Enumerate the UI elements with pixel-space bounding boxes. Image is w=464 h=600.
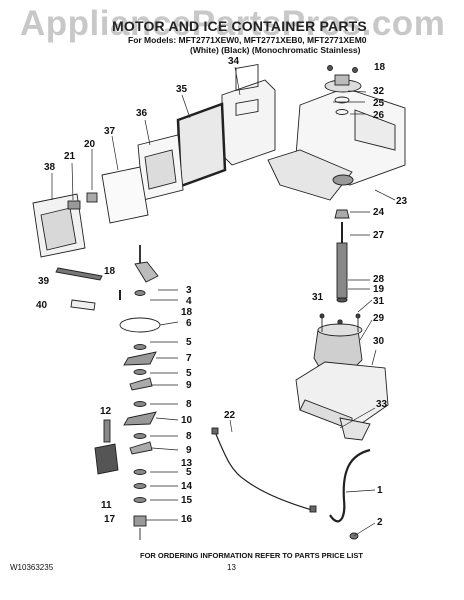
callout-33: 33 [376,399,388,410]
callout-1: 1 [377,485,383,496]
callout-4: 4 [186,296,192,307]
cap-stack-part [324,65,362,115]
site-watermark: AppliancePartsPros.com [20,4,446,43]
callout-5-a: 5 [186,337,192,348]
callout-9-b: 9 [186,445,192,456]
cup-part [339,417,371,441]
callout-30: 30 [373,336,385,347]
callout-27: 27 [373,230,385,241]
callout-10: 10 [181,415,193,426]
callout-32: 32 [373,86,385,97]
door-housing-part [137,134,184,201]
callout-36: 36 [136,108,148,119]
crusher-stack-part [119,245,161,540]
callout-35: 35 [176,84,188,95]
gasket-frame-part [176,102,227,188]
callout-23: 23 [396,196,408,207]
flat-panel-part [101,166,149,224]
callout-9-a: 9 [186,380,192,391]
front-door-part [32,193,86,258]
callout-15: 15 [181,495,193,506]
rear-bracket-part [221,63,276,166]
diagram-title: MOTOR AND ICE CONTAINER PARTS [112,18,367,34]
rail-part [55,267,103,281]
callout-17: 17 [104,514,116,525]
clip-part-21 [67,200,81,210]
callout-29: 29 [373,313,385,324]
document-number: W10363235 [10,563,54,572]
ordering-note: FOR ORDERING INFORMATION REFER TO PARTS … [140,551,363,560]
callout-leaders [51,66,396,537]
pin-part [103,419,111,443]
callout-18-center: 18 [181,307,193,318]
callout-40: 40 [36,300,48,311]
callout-19: 19 [373,284,385,295]
callout-22: 22 [224,410,236,421]
callout-5-b: 5 [186,368,192,379]
callout-2: 2 [377,517,383,528]
callout-14: 14 [181,481,193,492]
drive-shaft-part [334,209,350,303]
auger-housing-part [267,87,406,201]
motor-housing-part [295,361,389,431]
color-variants: (White) (Black) (Monochromatic Stainless… [190,45,361,55]
callout-11: 11 [101,500,112,511]
callout-28: 28 [373,274,385,285]
callout-38: 38 [44,162,56,173]
clip-part-20 [86,192,98,203]
callout-34: 34 [228,56,240,67]
page-number: 13 [227,563,236,572]
wire-harness-part [214,431,313,511]
side-bracket-part [94,443,119,475]
callout-8-a: 8 [186,399,192,410]
callout-18-right: 18 [374,62,386,73]
callout-5-c: 5 [186,467,192,478]
drain-tube-part [329,448,371,523]
callout-12: 12 [100,406,112,417]
callout-31-right: 31 [373,296,385,307]
callout-24: 24 [373,207,385,218]
callout-37: 37 [104,126,116,137]
callout-7: 7 [186,353,192,364]
callout-39: 39 [38,276,50,287]
callout-31-left: 31 [312,292,324,303]
callout-16: 16 [181,514,193,525]
callout-20: 20 [84,139,96,150]
callout-6: 6 [186,318,192,329]
drive-motor-part [313,313,363,373]
callout-25: 25 [373,98,385,109]
callout-13: 13 [181,458,193,469]
shim-part [70,299,96,311]
callout-26: 26 [373,110,385,121]
callout-3: 3 [186,285,192,296]
callout-18-left: 18 [104,266,116,277]
model-list: For Models: MFT2771XEW0, MFT2771XEB0, MF… [128,35,367,45]
callout-8-b: 8 [186,431,192,442]
callout-21: 21 [64,151,76,162]
